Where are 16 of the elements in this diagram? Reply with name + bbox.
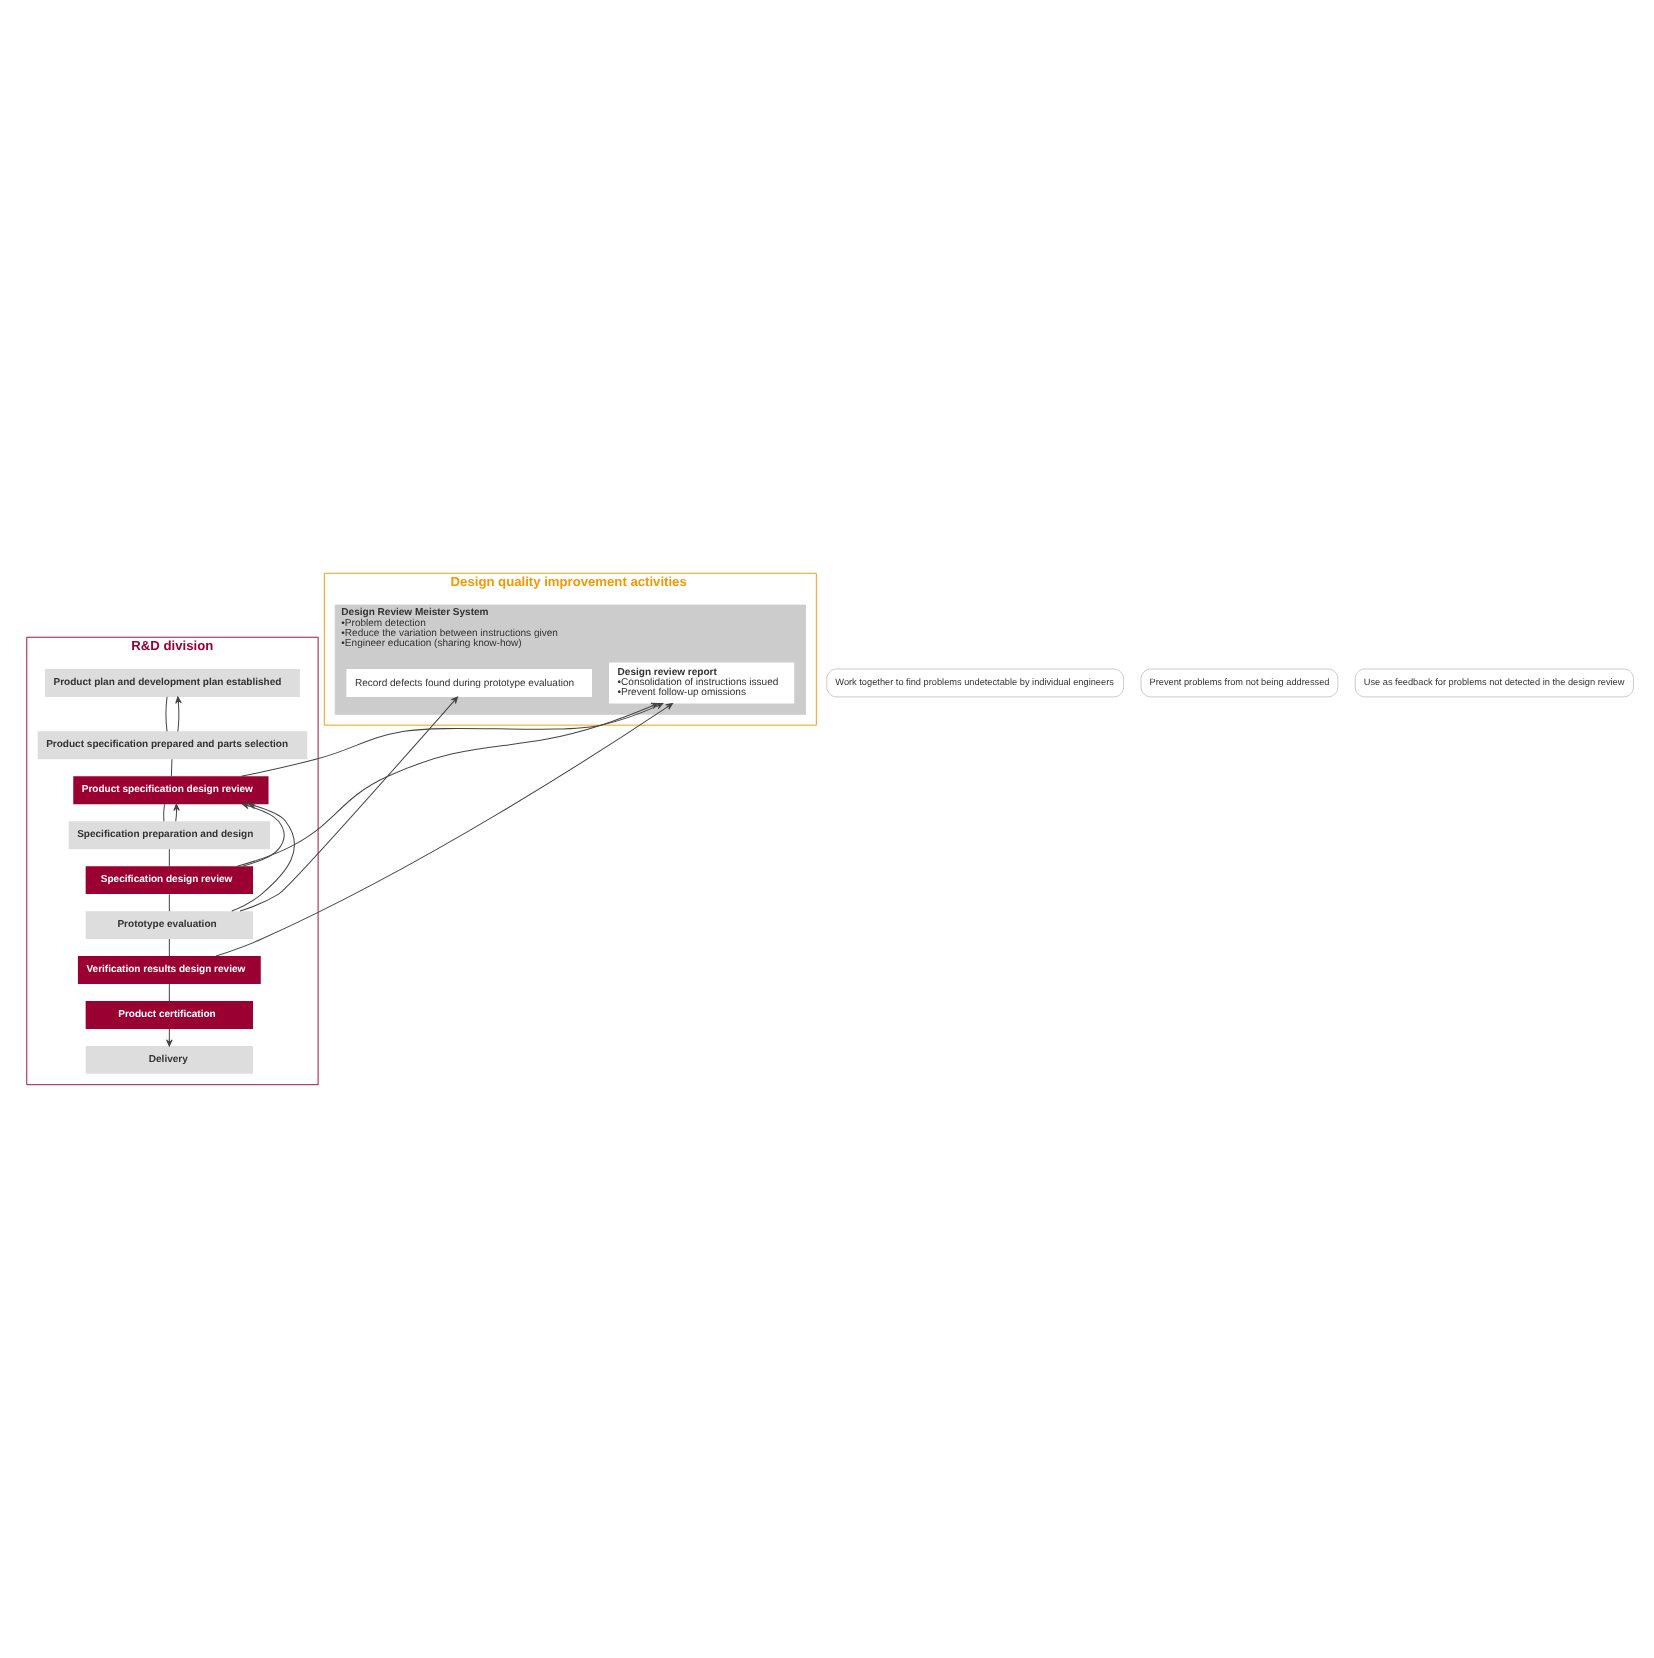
arrow xyxy=(215,703,673,957)
arrow xyxy=(173,803,180,822)
connector xyxy=(168,848,170,867)
connector xyxy=(168,893,170,912)
connector xyxy=(165,696,168,732)
arrow xyxy=(166,1028,173,1047)
connector xyxy=(170,758,173,777)
connector xyxy=(163,803,165,822)
arrow xyxy=(231,802,295,912)
arrow xyxy=(240,703,664,777)
arrow xyxy=(239,696,459,912)
arrow xyxy=(236,702,659,867)
connector xyxy=(168,983,170,1002)
arrow xyxy=(175,696,182,732)
arrow xyxy=(242,802,285,867)
connector xyxy=(168,938,170,957)
